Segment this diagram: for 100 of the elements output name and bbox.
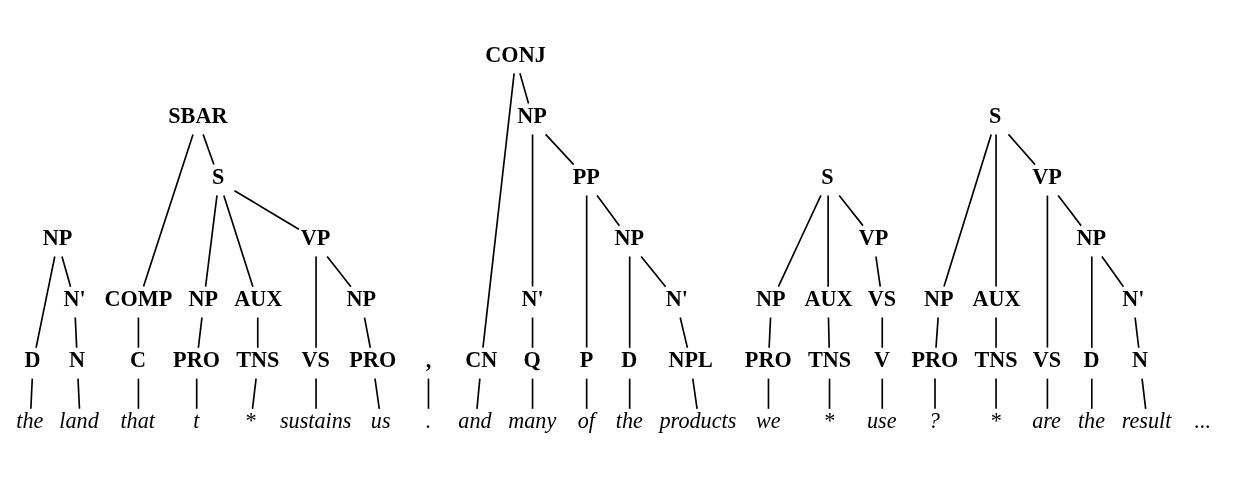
node-text: NP xyxy=(614,224,644,250)
node-text: CN xyxy=(465,347,498,373)
node-text: land xyxy=(59,408,99,434)
node-text: NP xyxy=(517,102,547,128)
node-text: PRO xyxy=(911,347,959,373)
node-text: VP xyxy=(1032,163,1062,189)
connector xyxy=(427,377,430,410)
connector xyxy=(828,377,831,410)
connector xyxy=(1090,377,1093,410)
connector xyxy=(934,377,936,410)
connector xyxy=(640,255,667,288)
connector xyxy=(61,255,72,288)
node-text: result xyxy=(1121,408,1172,434)
connector xyxy=(256,316,259,349)
node-text: N xyxy=(1132,347,1149,373)
node-text: PRO xyxy=(744,347,792,373)
node-text: VS xyxy=(1032,347,1062,373)
connector xyxy=(995,316,997,349)
node-text: NP xyxy=(1076,224,1107,250)
node-text: TNS xyxy=(808,347,852,373)
connector xyxy=(679,316,689,349)
node-text: sustains xyxy=(279,408,352,434)
connector xyxy=(838,194,864,227)
connector xyxy=(531,133,534,288)
connector xyxy=(251,377,257,410)
connector xyxy=(315,377,317,410)
node-text: SBAR xyxy=(168,102,228,128)
node-text: that xyxy=(120,408,155,434)
connector xyxy=(1046,194,1049,349)
connector xyxy=(777,194,822,288)
connector xyxy=(374,377,381,410)
node-text: ? xyxy=(928,408,940,434)
connector xyxy=(482,72,515,349)
connector xyxy=(628,377,631,410)
connector xyxy=(476,377,481,410)
node-text: AUX xyxy=(804,285,853,311)
label: ... xyxy=(1194,408,1212,434)
node-text: VP xyxy=(300,224,331,250)
node-text: COMP xyxy=(104,285,173,311)
connector xyxy=(137,316,140,349)
node-text: N' xyxy=(521,285,544,311)
node-text: and xyxy=(458,408,492,434)
node-text: N' xyxy=(1122,285,1145,311)
node-text: PP xyxy=(572,163,600,189)
node-text: TNS xyxy=(236,347,280,373)
connector xyxy=(74,316,78,349)
node-text: PRO xyxy=(173,347,220,373)
node-text: S xyxy=(821,163,834,189)
connector xyxy=(223,194,254,288)
node-text: D xyxy=(621,347,638,373)
connector xyxy=(585,377,588,410)
node-text: products xyxy=(659,408,737,434)
node-text: C xyxy=(130,347,147,373)
connector xyxy=(544,133,575,166)
connector xyxy=(519,72,530,105)
node-text: VP xyxy=(858,224,889,250)
node-text: * xyxy=(989,408,1001,434)
connector xyxy=(35,255,56,349)
connector xyxy=(77,377,81,410)
node-text: the xyxy=(615,408,643,434)
connector xyxy=(691,377,698,410)
connector xyxy=(326,255,352,288)
connector xyxy=(827,194,829,288)
node-text: use xyxy=(866,408,897,434)
connector xyxy=(881,316,884,349)
node-text: the xyxy=(1077,408,1106,434)
connector xyxy=(935,316,939,349)
node-text: P xyxy=(579,347,594,373)
connector xyxy=(995,133,997,288)
connector xyxy=(197,316,203,349)
node-text: we xyxy=(755,408,781,434)
node-text: PRO xyxy=(349,347,397,373)
connector xyxy=(1090,255,1093,349)
connector xyxy=(137,377,140,410)
node-text: , xyxy=(425,347,432,373)
node-text: D xyxy=(1083,347,1100,373)
node-text: . xyxy=(425,408,432,434)
node-text: AUX xyxy=(972,285,1021,311)
connector xyxy=(195,377,198,410)
node-text: us xyxy=(370,408,391,434)
node-text: S xyxy=(989,102,1002,128)
node-text: VS xyxy=(867,285,897,311)
connector xyxy=(1046,377,1049,410)
node-text: many xyxy=(508,408,557,434)
connector xyxy=(1141,377,1147,410)
connector xyxy=(585,194,588,349)
connector xyxy=(204,194,218,288)
node-text: S xyxy=(211,163,225,189)
connector xyxy=(531,316,534,349)
connector xyxy=(875,255,882,288)
node-text: the xyxy=(16,408,44,434)
connector xyxy=(943,133,993,288)
node-text: NPL xyxy=(668,347,713,373)
node-text: NP xyxy=(346,285,377,311)
node-text: t xyxy=(193,408,200,434)
connector xyxy=(233,189,300,231)
node-text: * xyxy=(244,408,256,434)
node-text: * xyxy=(823,408,835,434)
connector xyxy=(596,194,621,227)
node-text: NP xyxy=(923,285,954,311)
